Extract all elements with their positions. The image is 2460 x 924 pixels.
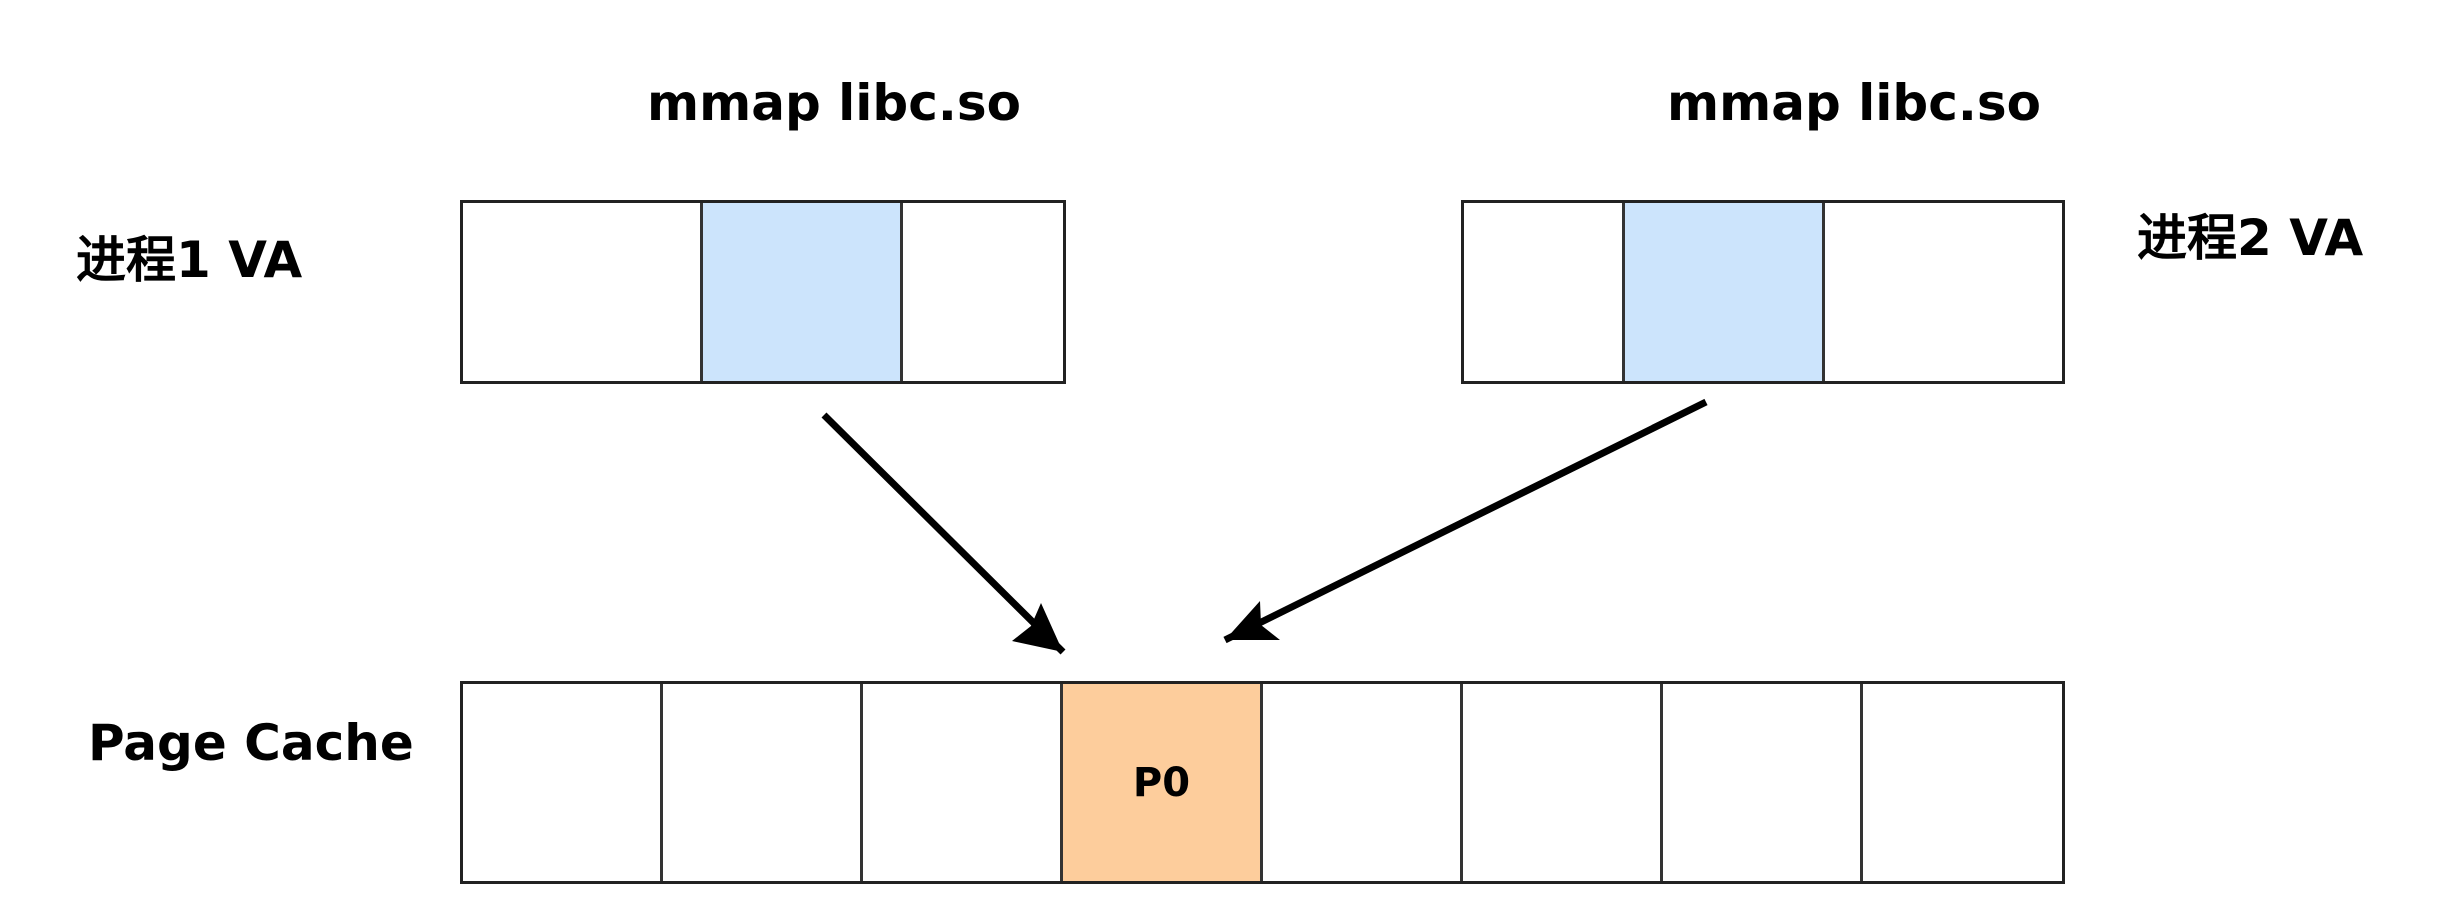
mmap-label-right: mmap libc.so: [1667, 74, 2041, 132]
mmap-label-left: mmap libc.so: [647, 74, 1021, 132]
process1-va-row: [460, 200, 1066, 384]
page-cache-page: [863, 684, 1063, 881]
page-cache-p0-label: P0: [1132, 759, 1191, 806]
page-cache-row: P0: [460, 681, 2065, 884]
process1-va-page: [463, 203, 703, 381]
process1-va-label: 进程1 VA: [76, 231, 303, 289]
page-cache-page: [463, 684, 663, 881]
arrow-process1-head: [1012, 603, 1063, 652]
process2-va-row: [1461, 200, 2065, 384]
page-cache-p0: P0: [1063, 684, 1263, 881]
page-cache-page: [663, 684, 863, 881]
page-cache-label: Page Cache: [88, 714, 414, 772]
process2-va-highlighted-page: [1625, 203, 1825, 381]
arrow-process1-to-p0: [821, 412, 1066, 655]
process2-va-page: [1825, 203, 2062, 381]
arrow-process2-head: [1225, 601, 1280, 640]
process1-va-highlighted-page: [703, 203, 903, 381]
arrow-process2-to-p0: [1223, 398, 1708, 644]
process2-va-page: [1464, 203, 1625, 381]
page-cache-page: [1863, 684, 2062, 881]
page-cache-page: [1263, 684, 1463, 881]
process1-va-page: [903, 203, 1063, 381]
page-cache-page: [1463, 684, 1663, 881]
page-cache-page: [1663, 684, 1863, 881]
process2-va-label: 进程2 VA: [2137, 209, 2364, 267]
